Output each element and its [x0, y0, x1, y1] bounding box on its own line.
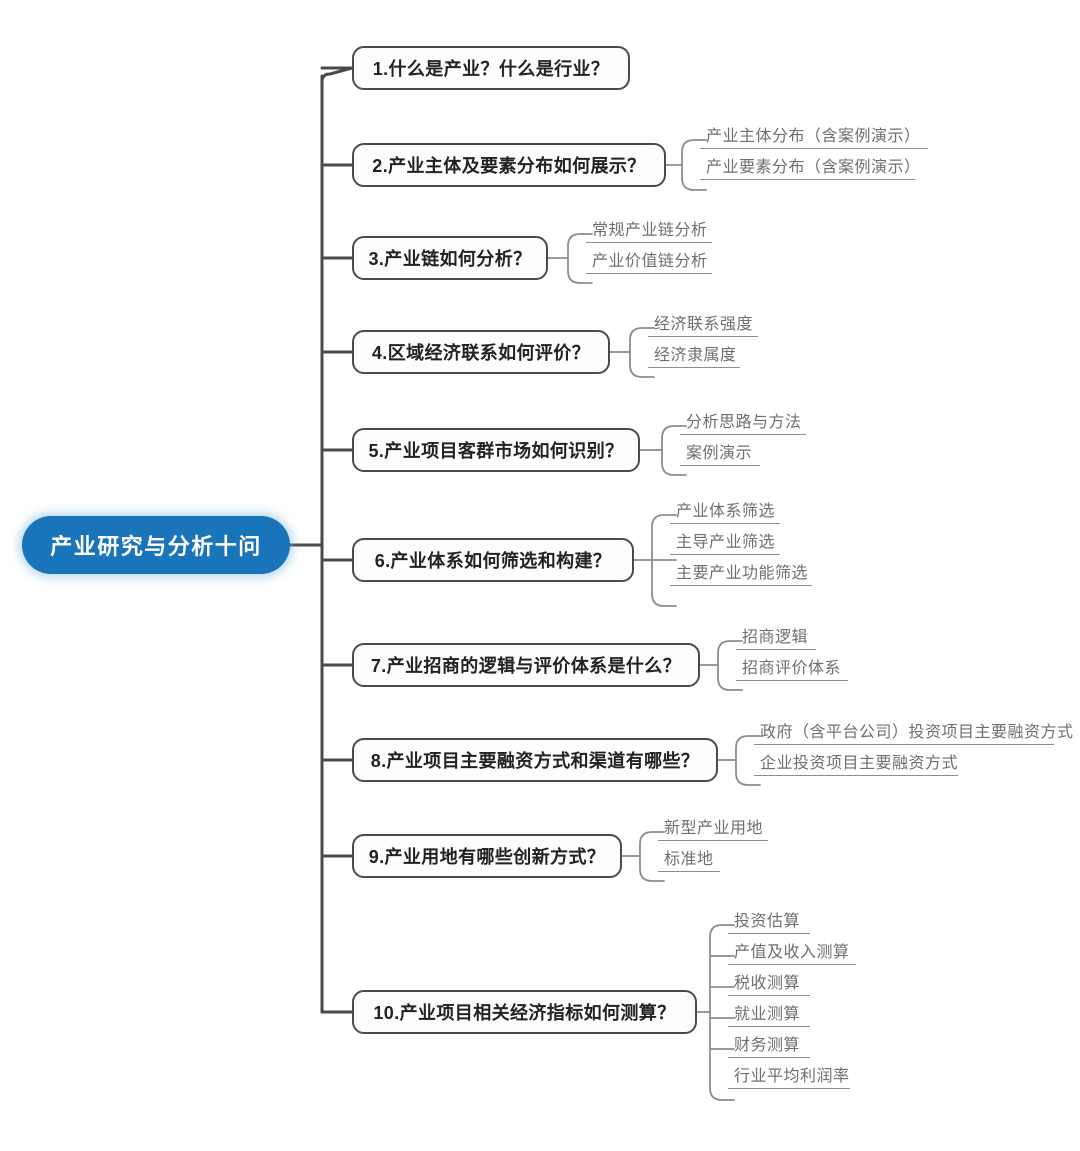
leaf-node-6-3[interactable]: 主要产业功能筛选	[670, 556, 812, 586]
leaf-node-2-2[interactable]: 产业要素分布（含案例演示）	[700, 150, 920, 180]
branch-node-4-label: 4.区域经济联系如何评价？	[371, 343, 591, 363]
leaf-node-10-6[interactable]: 行业平均利润率	[728, 1059, 850, 1089]
leaf-node-10-4-label: 就业测算	[734, 1005, 801, 1023]
leaf-node-7-1[interactable]: 招商逻辑	[736, 620, 816, 650]
branch-node-2-label: 2.产业主体及要素分布如何展示？	[372, 156, 646, 176]
leaf-node-10-3-label: 税收测算	[734, 974, 801, 992]
leaf-node-10-1[interactable]: 投资估算	[728, 904, 810, 934]
branch-node-4[interactable]: 4.区域经济联系如何评价？	[352, 330, 610, 374]
leaf-node-6-2[interactable]: 主导产业筛选	[670, 525, 780, 555]
leaf-node-6-3-label: 主要产业功能筛选	[676, 564, 809, 582]
leaf-node-2-1[interactable]: 产业主体分布（含案例演示）	[700, 119, 928, 149]
leaf-node-7-2[interactable]: 招商评价体系	[736, 651, 848, 681]
leaf-node-3-2-label: 产业价值链分析	[592, 252, 708, 270]
branch-node-6[interactable]: 6.产业体系如何筛选和构建？	[352, 538, 634, 582]
leaf-node-10-2-label: 产值及收入测算	[734, 943, 850, 961]
leaf-node-10-4[interactable]: 就业测算	[728, 997, 810, 1027]
leaf-node-10-5-label: 财务测算	[734, 1036, 801, 1054]
leaf-node-6-1[interactable]: 产业体系筛选	[670, 494, 780, 524]
leaf-node-9-1-label: 新型产业用地	[664, 819, 764, 837]
leaf-node-4-1[interactable]: 经济联系强度	[648, 307, 758, 337]
leaf-node-8-2-label: 企业投资项目主要融资方式	[760, 754, 959, 772]
leaf-node-8-1-label: 政府（含平台公司）投资项目主要融资方式	[760, 723, 1074, 741]
leaf-node-10-5[interactable]: 财务测算	[728, 1028, 810, 1058]
branch-node-6-label: 6.产业体系如何筛选和构建？	[374, 551, 612, 571]
leaf-node-4-1-label: 经济联系强度	[654, 315, 754, 333]
branch-node-3[interactable]: 3.产业链如何分析？	[352, 236, 548, 280]
leaf-node-5-2[interactable]: 案例演示	[680, 436, 760, 466]
leaf-node-6-1-label: 产业体系筛选	[676, 502, 776, 520]
branch-node-1-label: 1.什么是产业？什么是行业？	[372, 59, 610, 79]
leaf-node-4-2[interactable]: 经济隶属度	[648, 338, 740, 368]
root-node-label: 产业研究与分析十问	[50, 534, 262, 559]
leaf-node-9-2[interactable]: 标准地	[658, 842, 720, 872]
leaf-bracket-5	[661, 425, 687, 476]
leaf-node-10-2[interactable]: 产值及收入测算	[728, 935, 856, 965]
leaf-node-10-6-label: 行业平均利润率	[734, 1067, 850, 1085]
leaf-node-3-2[interactable]: 产业价值链分析	[586, 244, 712, 274]
leaf-bracket-7	[717, 640, 743, 691]
leaf-bracket-4	[629, 327, 655, 378]
leaf-node-10-3[interactable]: 税收测算	[728, 966, 810, 996]
leaf-node-9-1[interactable]: 新型产业用地	[658, 811, 768, 841]
leaf-bracket-3	[567, 233, 593, 284]
branch-node-7-label: 7.产业招商的逻辑与评价体系是什么？	[370, 656, 682, 676]
leaf-bracket-9	[639, 831, 665, 882]
branch-node-9-label: 9.产业用地有哪些创新方式？	[368, 847, 606, 867]
leaf-node-3-1[interactable]: 常规产业链分析	[586, 213, 712, 243]
leaf-node-5-2-label: 案例演示	[686, 444, 753, 462]
branch-node-7[interactable]: 7.产业招商的逻辑与评价体系是什么？	[352, 643, 700, 687]
branch-node-8-label: 8.产业项目主要融资方式和渠道有哪些？	[370, 751, 700, 771]
leaf-node-10-1-label: 投资估算	[734, 912, 801, 930]
leaf-node-3-1-label: 常规产业链分析	[592, 221, 708, 239]
leaf-node-2-2-label: 产业要素分布（含案例演示）	[706, 158, 921, 176]
leaf-bracket-8	[735, 735, 761, 786]
branch-node-1[interactable]: 1.什么是产业？什么是行业？	[352, 46, 630, 90]
branch-node-2[interactable]: 2.产业主体及要素分布如何展示？	[352, 143, 666, 187]
branch-node-8[interactable]: 8.产业项目主要融资方式和渠道有哪些？	[352, 738, 718, 782]
leaf-node-4-2-label: 经济隶属度	[654, 346, 737, 364]
leaf-node-6-2-label: 主导产业筛选	[676, 533, 776, 551]
leaf-node-8-2[interactable]: 企业投资项目主要融资方式	[754, 746, 958, 776]
trunk-top-cap	[320, 66, 354, 84]
leaf-bracket-6	[651, 514, 677, 607]
branch-node-10-label: 10.产业项目相关经济指标如何测算？	[373, 1003, 676, 1023]
leaf-node-9-2-label: 标准地	[664, 850, 714, 868]
leaf-node-5-1-label: 分析思路与方法	[686, 413, 802, 431]
root-node[interactable]: 产业研究与分析十问	[22, 516, 290, 574]
branch-node-10[interactable]: 10.产业项目相关经济指标如何测算？	[352, 990, 697, 1034]
leaf-node-7-1-label: 招商逻辑	[742, 628, 809, 646]
leaf-bracket-10	[709, 924, 735, 1101]
leaf-node-7-2-label: 招商评价体系	[742, 659, 842, 677]
leaf-bracket-2	[681, 139, 707, 191]
branch-node-5[interactable]: 5.产业项目客群市场如何识别？	[352, 428, 640, 472]
leaf-node-2-1-label: 产业主体分布（含案例演示）	[706, 127, 921, 145]
branch-node-5-label: 5.产业项目客群市场如何识别？	[368, 441, 624, 461]
branch-node-9[interactable]: 9.产业用地有哪些创新方式？	[352, 834, 622, 878]
branch-node-3-label: 3.产业链如何分析？	[368, 249, 532, 269]
leaf-node-8-1[interactable]: 政府（含平台公司）投资项目主要融资方式	[754, 715, 1073, 745]
leaf-node-5-1[interactable]: 分析思路与方法	[680, 405, 806, 435]
